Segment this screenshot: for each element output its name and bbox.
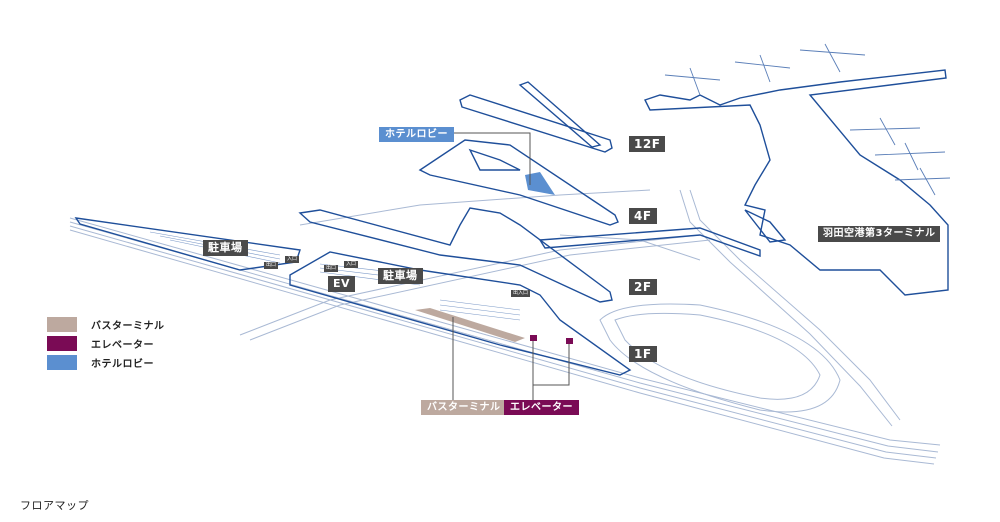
bus-terminal-area [415, 308, 525, 342]
legend-item-elevator: エレベーター [47, 334, 165, 353]
floor-label-12F: 12F [629, 136, 666, 152]
terminal3-label: 羽田空港第3ターミナル [818, 226, 941, 242]
ev-label: EV [328, 276, 356, 292]
elevator-leader [532, 341, 570, 386]
map-caption: フロアマップ [20, 499, 89, 512]
gate-label: 出入口 [511, 290, 531, 297]
elevator-swatch [47, 336, 77, 351]
hotel-lobby-leader [437, 132, 531, 185]
gate-label: 出口 [324, 265, 339, 272]
floor-2F [298, 207, 761, 303]
hotel-lobby-swatch [47, 355, 77, 370]
gate-label: 出口 [264, 262, 279, 269]
bus-terminal-swatch [47, 317, 77, 332]
floor-12F [459, 81, 613, 153]
airplane-icon [849, 117, 921, 146]
legend-item-bus-terminal: バスターミナル [47, 315, 165, 334]
legend: バスターミナル エレベーター ホテルロビー [47, 315, 165, 372]
airplane-icon [734, 54, 791, 83]
airplane-icon [874, 142, 946, 171]
elevator-marker [530, 335, 537, 341]
gate-label: 入口 [344, 261, 359, 268]
elevator-marker [566, 338, 573, 344]
legend-item-hotel-lobby: ホテルロビー [47, 353, 165, 372]
hotel-lobby-callout: ホテルロビー [379, 127, 454, 142]
airplanes [664, 43, 951, 196]
floor-label-1F: 1F [629, 346, 657, 362]
callout-lines [437, 132, 570, 400]
gate-label: 入口 [285, 256, 300, 263]
airplane-icon [664, 67, 721, 96]
floor-4F [418, 139, 619, 226]
legend-label: ホテルロビー [91, 359, 154, 370]
floor-label-2F: 2F [629, 279, 657, 295]
terminal3-building [644, 69, 949, 296]
elevator-callout: エレベーター [504, 400, 579, 415]
legend-label: エレベーター [91, 340, 154, 351]
parking-label-left: 駐車場 [203, 240, 248, 256]
floor-label-4F: 4F [629, 208, 657, 224]
airplane-icon [799, 43, 866, 73]
legend-label: バスターミナル [91, 321, 165, 332]
bus-terminal-callout: バスターミナル [421, 400, 507, 415]
airplane-icon [894, 167, 951, 196]
hotel-lobby-area [525, 172, 555, 195]
ground-roads [69, 189, 941, 465]
parking-label-center: 駐車場 [378, 268, 423, 284]
